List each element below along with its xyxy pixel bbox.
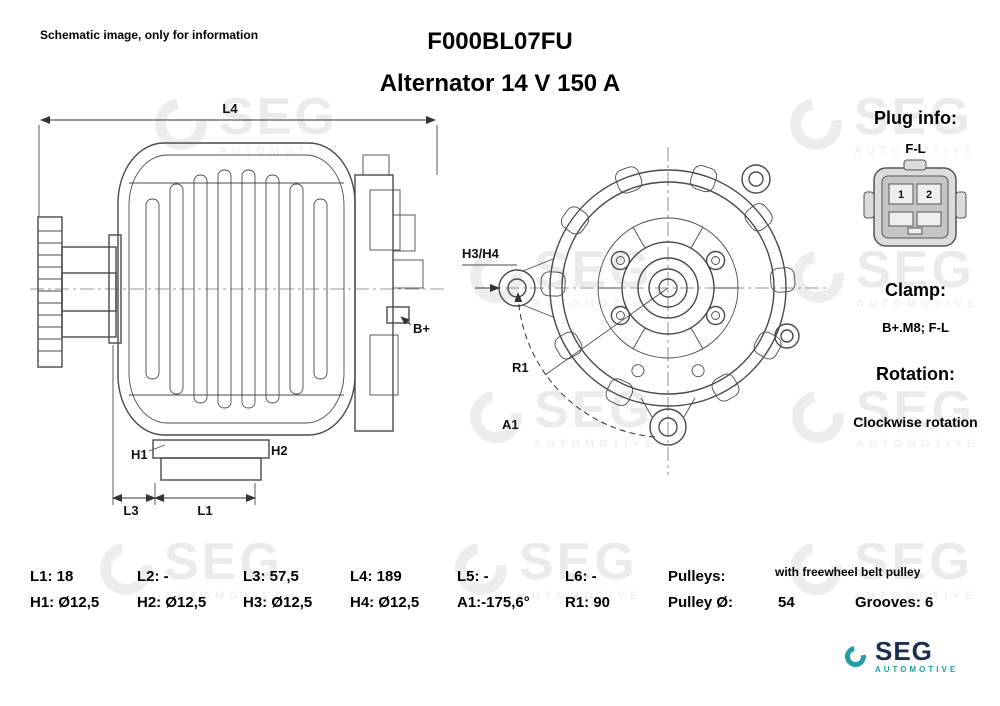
- pulley-diameter-label: Pulley Ø:: [668, 594, 734, 611]
- logo-sub: AUTOMOTIVE: [875, 665, 959, 674]
- info-panel: Plug info: F-L 1 2 Clamp: B+.M8; F-L Rot…: [838, 0, 993, 470]
- watermark-brand: SEG: [164, 533, 283, 591]
- spec-l1: L1: 18: [30, 568, 74, 585]
- watermark-sub: AUTOMOTIVE: [519, 590, 643, 602]
- spec-h1: H1: Ø12,5: [30, 594, 100, 611]
- product-title: Alternator 14 V 150 A: [379, 70, 621, 97]
- watermark-brand: SEG: [519, 533, 638, 591]
- watermark-sub: AUTOMOTIVE: [856, 438, 980, 450]
- logo-brand: SEG: [875, 636, 933, 666]
- watermark-sub: AUTOMOTIVE: [219, 145, 343, 157]
- spec-a1: A1:-175,6°: [457, 594, 530, 611]
- pulley-diameter-value: 54: [778, 594, 795, 611]
- label-a1: A1: [502, 417, 519, 432]
- technical-drawing: L4: [30, 101, 830, 518]
- seg-ring-icon: [840, 641, 871, 671]
- plug-pin-2: 2: [926, 189, 932, 201]
- label-h2: H2: [271, 443, 288, 458]
- plug-info-heading: Plug info:: [874, 108, 957, 128]
- watermark-brand: SEG: [856, 381, 975, 439]
- clamp-heading: Clamp:: [884, 280, 946, 300]
- watermark-sub: AUTOMOTIVE: [856, 298, 980, 310]
- watermark-sub: AUTOMOTIVE: [534, 438, 658, 450]
- part-number: F000BL07FU: [427, 28, 573, 55]
- watermark-sub: AUTOMOTIVE: [164, 590, 288, 602]
- spec-h3: H3: Ø12,5: [243, 594, 313, 611]
- spec-l4: L4: 189: [350, 568, 402, 585]
- label-b-plus: B+: [413, 321, 430, 336]
- front-view-drawing: H3/H4 R1 A1: [462, 147, 830, 475]
- watermark-brand: SEG: [854, 533, 973, 591]
- pulleys-label: Pulleys:: [668, 568, 726, 585]
- grooves-value: Grooves: 6: [855, 594, 934, 611]
- spec-l5: L5: -: [457, 568, 489, 585]
- plug-pin-1: 1: [898, 189, 904, 201]
- watermark-sub: AUTOMOTIVE: [854, 590, 978, 602]
- watermark-brand: SEG: [534, 381, 653, 439]
- clamp-value: B+.M8; F-L: [882, 320, 949, 335]
- spec-h2: H2: Ø12,5: [137, 594, 207, 611]
- watermark-brand: SEG: [854, 88, 973, 146]
- disclaimer-note: Schematic image, only for information: [40, 28, 259, 42]
- spec-r1: R1: 90: [565, 594, 611, 611]
- watermark-brand: SEG: [534, 241, 653, 299]
- label-h1: H1: [131, 447, 148, 462]
- label-l1: L1: [197, 503, 212, 518]
- label-l3: L3: [123, 503, 138, 518]
- rotation-value: Clockwise rotation: [853, 414, 978, 430]
- label-l4: L4: [222, 101, 238, 116]
- spec-l3: L3: 57,5: [243, 568, 299, 585]
- rotation-heading: Rotation:: [876, 364, 955, 384]
- side-view-drawing: L4: [30, 101, 445, 518]
- label-r1: R1: [512, 360, 529, 375]
- spec-l2: L2: -: [137, 568, 169, 585]
- watermark-brand: SEG: [856, 241, 975, 299]
- spec-l6: L6: -: [565, 568, 597, 585]
- plug-connector-drawing: 1 2: [863, 159, 967, 247]
- watermark-sub: AUTOMOTIVE: [854, 145, 978, 157]
- label-h3-h4: H3/H4: [462, 246, 500, 261]
- pulleys-note: with freewheel belt pulley: [775, 565, 921, 579]
- watermark-sub: AUTOMOTIVE: [534, 298, 658, 310]
- seg-logo: SEG AUTOMOTIVE: [840, 636, 959, 674]
- plug-type-label: F-L: [905, 141, 926, 156]
- spec-h4: H4: Ø12,5: [350, 594, 420, 611]
